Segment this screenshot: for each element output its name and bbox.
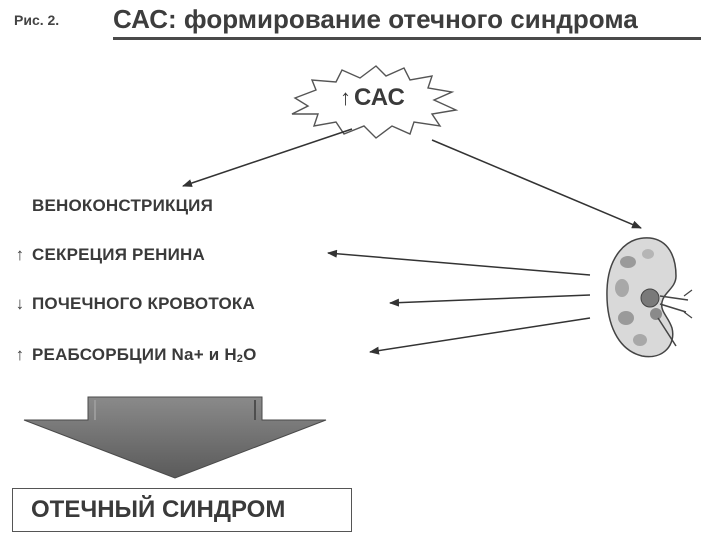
arrow-trigger-to-venoconstriction <box>183 129 352 186</box>
result-label: ОТЕЧНЫЙ СИНДРОМ <box>31 496 285 524</box>
increase-arrow-icon: ↑ <box>340 85 351 110</box>
effect-renal-blood-flow: ↓ПОЧЕЧНОГО КРОВОТОКА <box>8 294 255 314</box>
arrow-kidney-to-reabsorption <box>370 318 590 352</box>
effect-renin-secretion: ↑СЕКРЕЦИЯ РЕНИНА <box>8 245 205 265</box>
decrease-arrow-icon: ↓ <box>8 294 32 314</box>
increase-arrow-icon: ↑ <box>8 345 32 365</box>
increase-arrow-icon: ↑ <box>8 245 32 265</box>
kidney-icon <box>607 238 692 357</box>
down-block-arrow <box>24 397 326 478</box>
effect-venoconstriction: ВЕНОКОНСТРИКЦИЯ <box>8 196 213 216</box>
trigger-label: ↑САС <box>340 84 405 112</box>
result-box: ОТЕЧНЫЙ СИНДРОМ <box>12 488 352 532</box>
arrow-kidney-to-bloodflow <box>390 295 590 303</box>
arrow-kidney-to-renin <box>328 253 590 275</box>
effect-reabsorption: ↑РЕАБСОРБЦИИ Na+ и H2O <box>8 345 257 365</box>
arrow-trigger-to-kidney <box>432 140 641 228</box>
